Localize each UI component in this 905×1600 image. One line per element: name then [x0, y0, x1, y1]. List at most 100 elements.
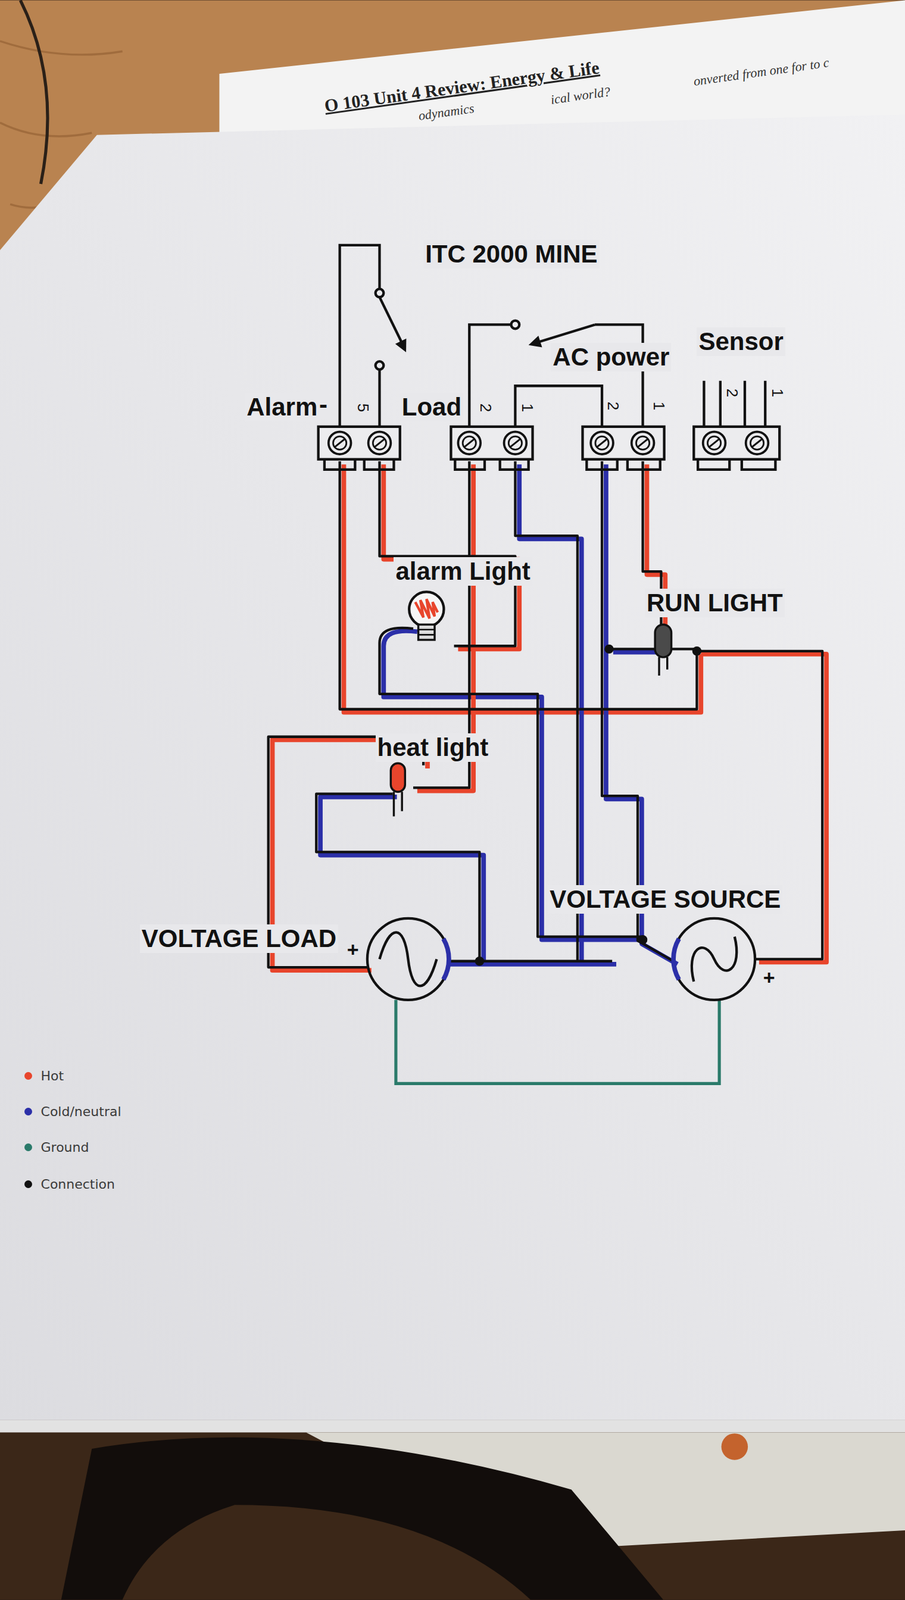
legend-text: Ground	[41, 1140, 90, 1156]
component-label: heat light	[375, 733, 491, 763]
legend-text: Connection	[41, 1177, 115, 1192]
neutral-mark	[673, 938, 679, 981]
terminal-screw	[703, 431, 726, 455]
wood-grain	[20, 0, 48, 184]
orange-dot	[721, 1433, 749, 1461]
led-symbol	[659, 657, 668, 676]
marker-wires	[700, 654, 827, 963]
terminal-screw	[631, 431, 655, 455]
legend-swatch	[24, 1180, 33, 1189]
led-symbol	[654, 624, 672, 658]
page-text: odynamics	[417, 100, 476, 124]
relay-switch	[538, 324, 595, 342]
printed-wires	[379, 461, 516, 647]
polarity-sign: +	[763, 967, 776, 988]
wood-grain	[0, 41, 123, 55]
terminal-block	[324, 459, 395, 470]
led-symbol	[390, 624, 672, 817]
legend-swatch	[24, 1072, 33, 1081]
printed-wires	[316, 794, 480, 962]
pin-number: 2	[725, 388, 741, 398]
pin-number: 1	[651, 401, 667, 411]
bulb-symbol	[409, 591, 444, 641]
marker-wires	[448, 962, 617, 967]
relay-switch	[378, 369, 381, 427]
relay-switch	[379, 297, 403, 346]
relay-switch	[375, 361, 385, 370]
main-paper	[0, 114, 905, 1421]
terminal-screw	[504, 431, 527, 455]
page-text: ical world?	[550, 83, 612, 108]
ground-wire	[395, 1000, 720, 1085]
relay-switch	[339, 245, 380, 427]
pin-number: 2	[478, 403, 494, 413]
terminal-label: Sensor	[696, 327, 785, 357]
junction-dot	[692, 646, 702, 656]
terminal-label: AC power	[550, 342, 672, 372]
bulb-symbol	[409, 591, 444, 627]
terminal-screw	[328, 431, 352, 455]
legend-text: Hot	[41, 1068, 65, 1084]
junction-dot	[604, 644, 614, 654]
chair	[61, 1437, 664, 1600]
printed-wires	[339, 461, 698, 710]
component-label: RUN LIGHT	[644, 588, 785, 618]
marker-wires	[320, 797, 484, 965]
arrowhead	[395, 338, 407, 353]
legend-swatch	[24, 1143, 33, 1152]
arrowhead	[528, 335, 543, 348]
printed-wires	[609, 647, 697, 651]
diagram-title: ITC 2000 MINE	[423, 239, 599, 269]
pin-number: 1	[769, 388, 786, 398]
junction-dot	[475, 956, 485, 966]
printed-wires	[448, 960, 613, 963]
component-label: VOLTAGE SOURCE	[547, 885, 783, 914]
neutral-mark	[443, 938, 449, 981]
terminal-screw	[328, 431, 769, 455]
floor	[0, 1420, 905, 1600]
terminal-block	[318, 426, 401, 460]
terminal-block	[693, 426, 780, 460]
terminal-block	[454, 459, 529, 470]
ac-source-symbol	[367, 918, 755, 1001]
component-label: VOLTAGE LOAD	[139, 924, 339, 954]
legend-swatch	[24, 1108, 33, 1116]
relay-switch	[515, 385, 602, 427]
terminal-screw	[457, 431, 481, 455]
pin-number: 5	[355, 403, 371, 413]
page-text: onverted from one for to c	[692, 54, 830, 90]
led-symbol	[393, 791, 402, 817]
pin-number: 2	[605, 401, 621, 411]
polarity-sign: -	[317, 390, 330, 420]
bulb-symbol	[418, 624, 435, 641]
bulb-symbol	[418, 629, 435, 636]
ac-source-symbol	[367, 918, 449, 1001]
legend-text: Cold/neutral	[41, 1104, 122, 1120]
terminal-screw	[590, 431, 614, 455]
terminal-screw	[746, 431, 769, 455]
polarity-sign: +	[347, 939, 360, 960]
terminal-block	[697, 459, 776, 470]
terminal-screw	[368, 431, 392, 455]
terminal-label: Alarm	[244, 392, 320, 422]
terminal-label: Load	[400, 392, 464, 422]
terminal-block	[586, 459, 660, 470]
relay-switch	[375, 288, 385, 298]
relay-switch	[511, 320, 520, 330]
ac-source-symbol	[691, 937, 737, 982]
marker-wires	[272, 464, 828, 971]
paper-under	[0, 1420, 905, 1434]
relay-switch	[703, 381, 766, 427]
printed-wires	[268, 461, 823, 968]
ac-source-symbol	[379, 932, 437, 986]
component-label: alarm Light	[393, 557, 532, 586]
terminal-block	[450, 426, 533, 460]
terminal-block	[582, 426, 664, 460]
led-symbol	[390, 763, 405, 792]
ac-source-symbol	[673, 918, 755, 1001]
terminal-block	[318, 426, 780, 470]
junction-dot	[475, 644, 702, 967]
